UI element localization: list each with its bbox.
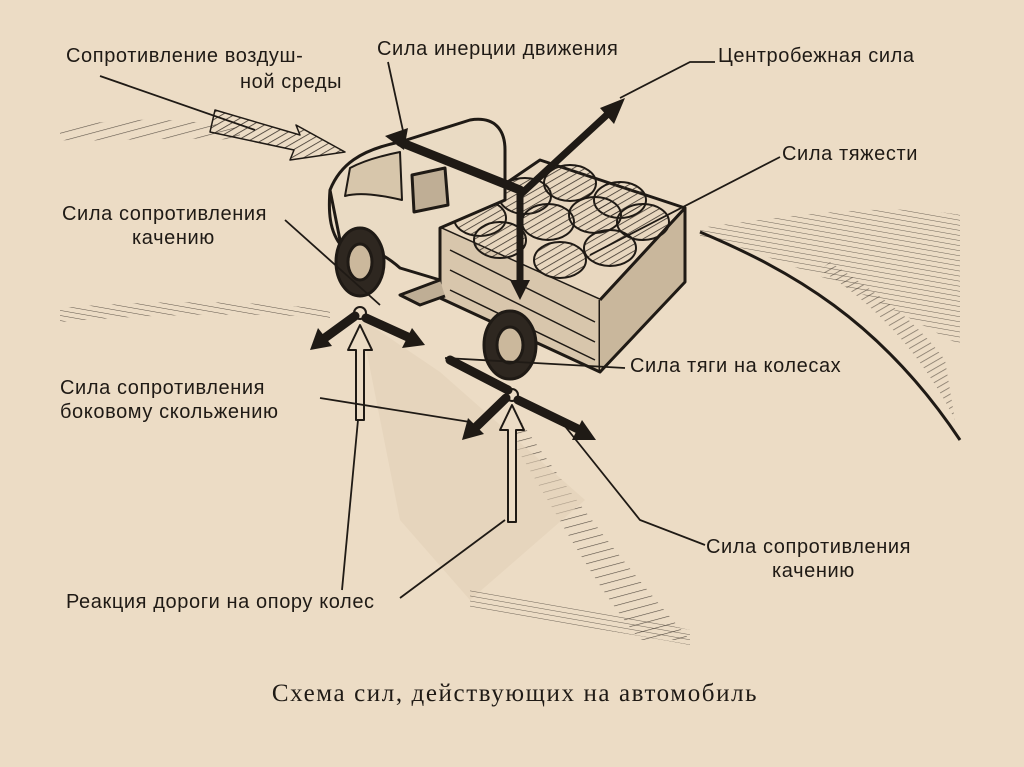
label-rolling-rear-1: Сила сопротивления <box>706 536 911 558</box>
inertia-arrow <box>395 137 525 195</box>
cab-window <box>410 166 450 214</box>
label-air-resistance-2: ной среды <box>240 71 342 93</box>
label-air-resistance-1: Сопротивление воздуш- <box>66 45 303 67</box>
front-road-reaction-arrow <box>347 324 373 421</box>
label-gravity: Сила тяжести <box>782 143 918 165</box>
force-labels: Сопротивление воздуш- ной среды Сила ине… <box>60 38 918 613</box>
label-side-slip-1: Сила сопротивления <box>60 377 265 399</box>
label-road-reaction: Реакция дороги на опору колес <box>66 591 375 613</box>
left-horizon-grass <box>60 119 240 141</box>
right-hill <box>700 209 960 345</box>
bottom-grass <box>470 590 690 645</box>
front-wheel <box>334 226 386 298</box>
label-inertia: Сила инерции движения <box>377 38 618 60</box>
force-arrows <box>209 98 625 523</box>
air-resistance-arrow <box>209 109 346 161</box>
label-rolling-front-1: Сила сопротивления <box>62 203 267 225</box>
leader-lines <box>99 61 781 599</box>
label-side-slip-2: боковому скольжению <box>60 401 279 423</box>
rear-road-reaction-arrow <box>499 404 525 523</box>
label-traction: Сила тяги на колесах <box>630 355 841 377</box>
centrifugal-arrow <box>516 108 614 199</box>
label-rolling-rear-2: качению <box>772 560 855 582</box>
label-rolling-front-2: качению <box>132 227 215 249</box>
road-surface <box>360 318 585 600</box>
embankment-shade <box>820 262 955 420</box>
figure-caption: Схема сил, действующих на автомобиль <box>271 680 759 707</box>
rear-wheel <box>482 309 538 381</box>
label-centrifugal: Центробежная сила <box>718 45 915 67</box>
terrain <box>60 119 962 645</box>
left-road-edge <box>60 302 330 322</box>
right-embankment <box>699 230 962 441</box>
windshield <box>344 151 403 201</box>
